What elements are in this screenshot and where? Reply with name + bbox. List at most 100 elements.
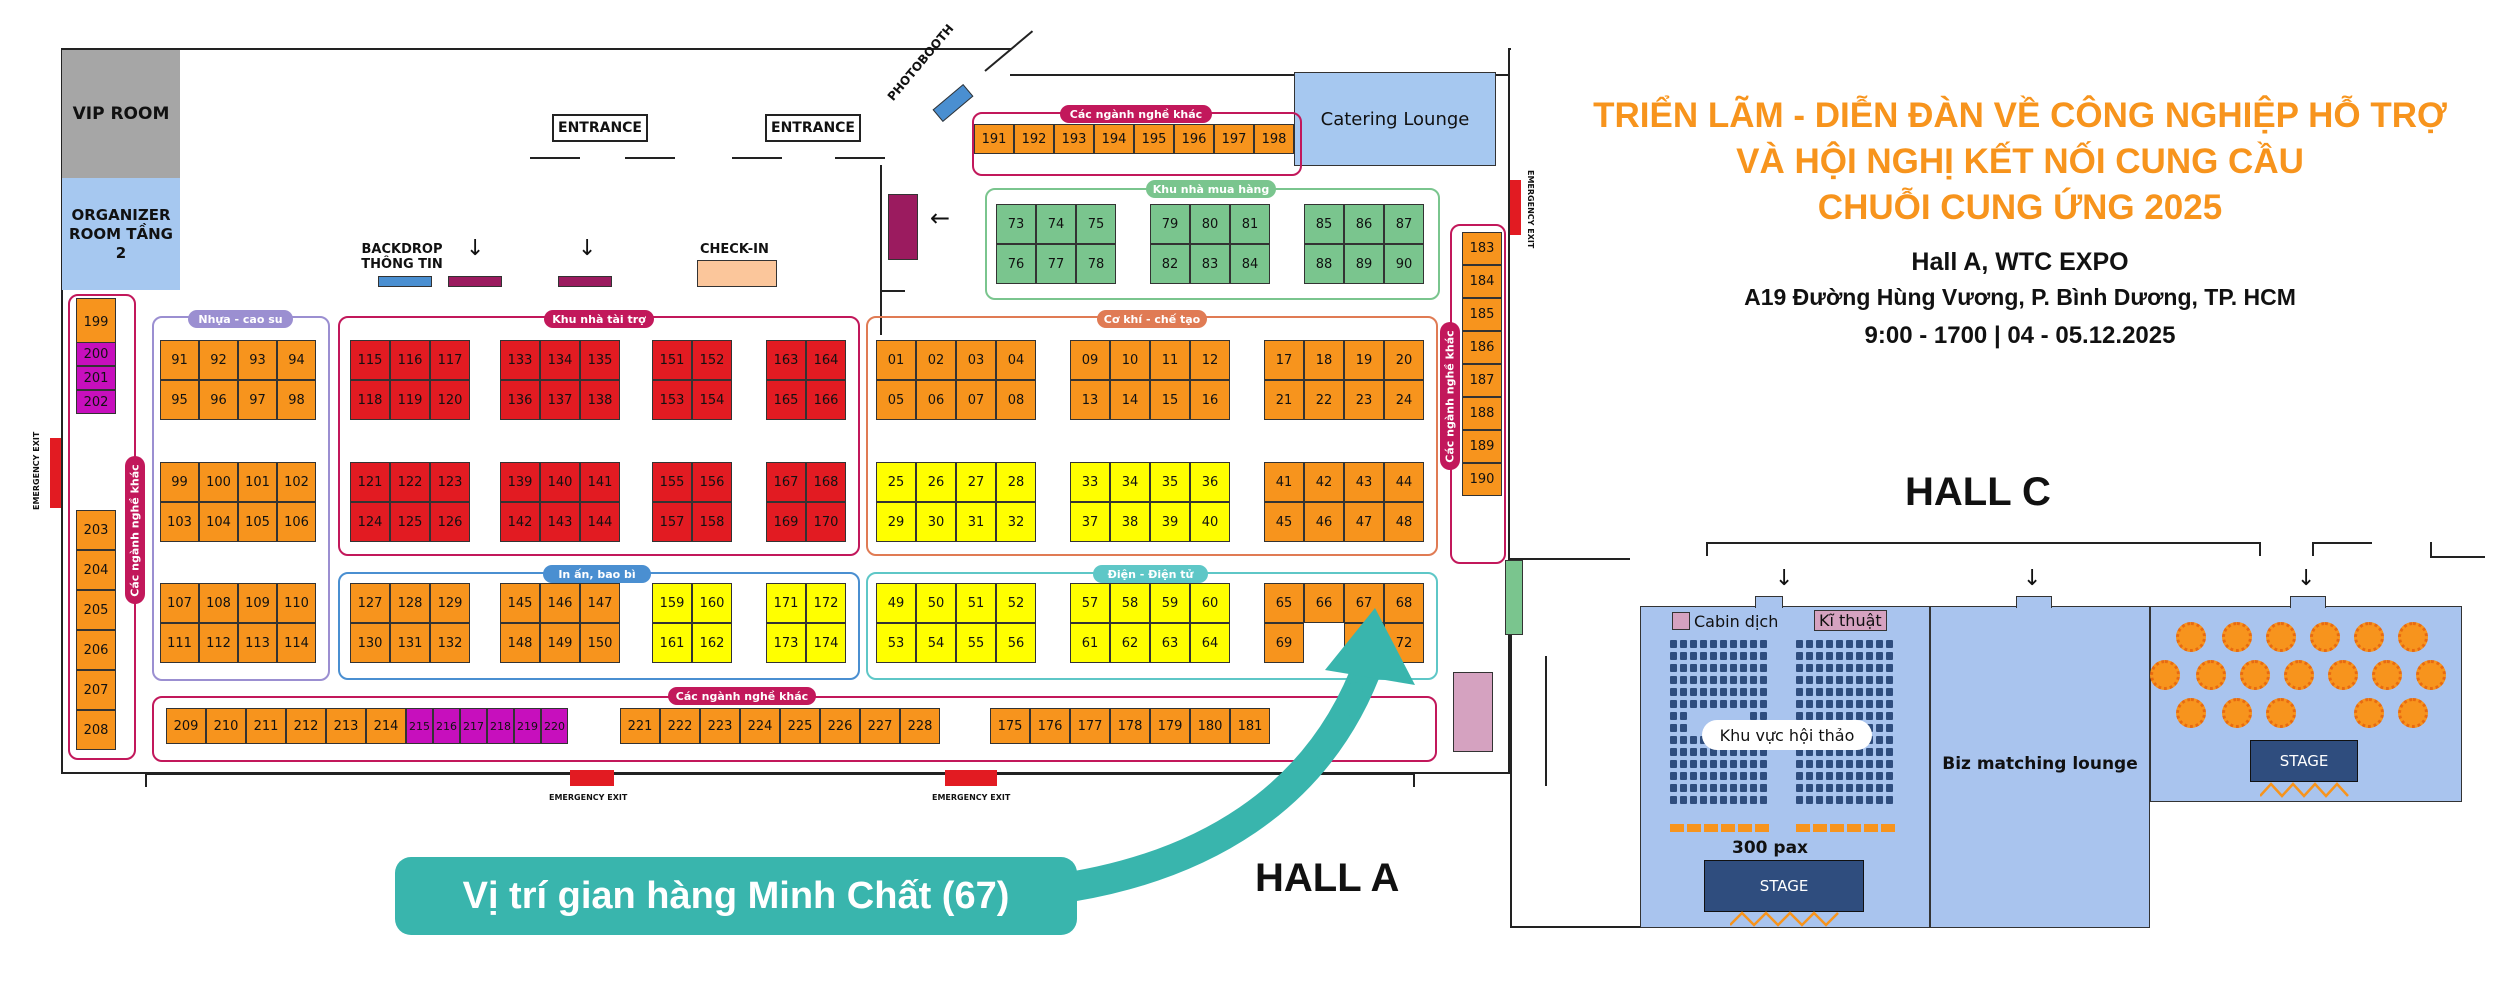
booth-38[interactable]: 38	[1110, 502, 1150, 542]
booth-65[interactable]: 65	[1264, 583, 1304, 623]
booth-42[interactable]: 42	[1304, 462, 1344, 502]
booth-186[interactable]: 186	[1462, 331, 1502, 364]
hall-c-pink-room[interactable]	[1453, 672, 1493, 752]
booth-44[interactable]: 44	[1384, 462, 1424, 502]
booth-166[interactable]: 166	[806, 380, 846, 420]
booth-34[interactable]: 34	[1110, 462, 1150, 502]
booth-109[interactable]: 109	[238, 583, 277, 623]
booth-54[interactable]: 54	[916, 623, 956, 663]
booth-104[interactable]: 104	[199, 502, 238, 542]
booth-25[interactable]: 25	[876, 462, 916, 502]
booth-173[interactable]: 173	[766, 623, 806, 663]
booth-136[interactable]: 136	[500, 380, 540, 420]
booth-210[interactable]: 210	[206, 708, 246, 744]
backdrop-panel-2[interactable]	[448, 276, 502, 287]
booth-139[interactable]: 139	[500, 462, 540, 502]
booth-31[interactable]: 31	[956, 502, 996, 542]
booth-207[interactable]: 207	[76, 670, 116, 710]
booth-28[interactable]: 28	[996, 462, 1036, 502]
booth-97[interactable]: 97	[238, 380, 277, 420]
booth-189[interactable]: 189	[1462, 430, 1502, 463]
booth-55[interactable]: 55	[956, 623, 996, 663]
booth-187[interactable]: 187	[1462, 364, 1502, 397]
booth-36[interactable]: 36	[1190, 462, 1230, 502]
booth-177[interactable]: 177	[1070, 708, 1110, 744]
booth-19[interactable]: 19	[1344, 340, 1384, 380]
booth-124[interactable]: 124	[350, 502, 390, 542]
booth-49[interactable]: 49	[876, 583, 916, 623]
booth-218[interactable]: 218	[487, 708, 514, 744]
booth-161[interactable]: 161	[652, 623, 692, 663]
booth-101[interactable]: 101	[238, 462, 277, 502]
booth-98[interactable]: 98	[277, 380, 316, 420]
booth-99[interactable]: 99	[160, 462, 199, 502]
booth-93[interactable]: 93	[238, 340, 277, 380]
booth-171[interactable]: 171	[766, 583, 806, 623]
booth-20[interactable]: 20	[1384, 340, 1424, 380]
booth-138[interactable]: 138	[580, 380, 620, 420]
booth-68[interactable]: 68	[1384, 583, 1424, 623]
booth-02[interactable]: 02	[916, 340, 956, 380]
booth-22[interactable]: 22	[1304, 380, 1344, 420]
booth-130[interactable]: 130	[350, 623, 390, 663]
booth-157[interactable]: 157	[652, 502, 692, 542]
booth-227[interactable]: 227	[860, 708, 900, 744]
booth-225[interactable]: 225	[780, 708, 820, 744]
booth-201[interactable]: 201	[76, 366, 116, 390]
booth-175[interactable]: 175	[990, 708, 1030, 744]
booth-134[interactable]: 134	[540, 340, 580, 380]
booth-212[interactable]: 212	[286, 708, 326, 744]
catering-lounge[interactable]: Catering Lounge	[1294, 72, 1496, 166]
booth-103[interactable]: 103	[160, 502, 199, 542]
booth-211[interactable]: 211	[246, 708, 286, 744]
booth-209[interactable]: 209	[166, 708, 206, 744]
vip-room[interactable]: VIP ROOM	[62, 50, 180, 178]
booth-88[interactable]: 88	[1304, 244, 1344, 284]
booth-76[interactable]: 76	[996, 244, 1036, 284]
booth-04[interactable]: 04	[996, 340, 1036, 380]
booth-30[interactable]: 30	[916, 502, 956, 542]
booth-165[interactable]: 165	[766, 380, 806, 420]
booth-113[interactable]: 113	[238, 623, 277, 663]
booth-172[interactable]: 172	[806, 583, 846, 623]
booth-107[interactable]: 107	[160, 583, 199, 623]
booth-121[interactable]: 121	[350, 462, 390, 502]
booth-151[interactable]: 151	[652, 340, 692, 380]
booth-194[interactable]: 194	[1094, 124, 1134, 154]
booth-07[interactable]: 07	[956, 380, 996, 420]
booth-33[interactable]: 33	[1070, 462, 1110, 502]
booth-66[interactable]: 66	[1304, 583, 1344, 623]
booth-69[interactable]: 69	[1264, 623, 1304, 663]
booth-169[interactable]: 169	[766, 502, 806, 542]
stage-2[interactable]: STAGE	[2250, 740, 2358, 782]
booth-119[interactable]: 119	[390, 380, 430, 420]
booth-206[interactable]: 206	[76, 630, 116, 670]
booth-41[interactable]: 41	[1264, 462, 1304, 502]
booth-27[interactable]: 27	[956, 462, 996, 502]
booth-102[interactable]: 102	[277, 462, 316, 502]
booth-195[interactable]: 195	[1134, 124, 1174, 154]
booth-47[interactable]: 47	[1344, 502, 1384, 542]
booth-87[interactable]: 87	[1384, 204, 1424, 244]
booth-05[interactable]: 05	[876, 380, 916, 420]
booth-62[interactable]: 62	[1110, 623, 1150, 663]
booth-152[interactable]: 152	[692, 340, 732, 380]
booth-144[interactable]: 144	[580, 502, 620, 542]
booth-17[interactable]: 17	[1264, 340, 1304, 380]
booth-120[interactable]: 120	[430, 380, 470, 420]
booth-01[interactable]: 01	[876, 340, 916, 380]
hall-c-biz-room[interactable]	[1930, 606, 2150, 928]
booth-129[interactable]: 129	[430, 583, 470, 623]
booth-115[interactable]: 115	[350, 340, 390, 380]
booth-16[interactable]: 16	[1190, 380, 1230, 420]
booth-123[interactable]: 123	[430, 462, 470, 502]
booth-156[interactable]: 156	[692, 462, 732, 502]
booth-145[interactable]: 145	[500, 583, 540, 623]
booth-110[interactable]: 110	[277, 583, 316, 623]
booth-199[interactable]: 199	[76, 298, 116, 346]
booth-82[interactable]: 82	[1150, 244, 1190, 284]
booth-174[interactable]: 174	[806, 623, 846, 663]
booth-111[interactable]: 111	[160, 623, 199, 663]
booth-133[interactable]: 133	[500, 340, 540, 380]
booth-48[interactable]: 48	[1384, 502, 1424, 542]
